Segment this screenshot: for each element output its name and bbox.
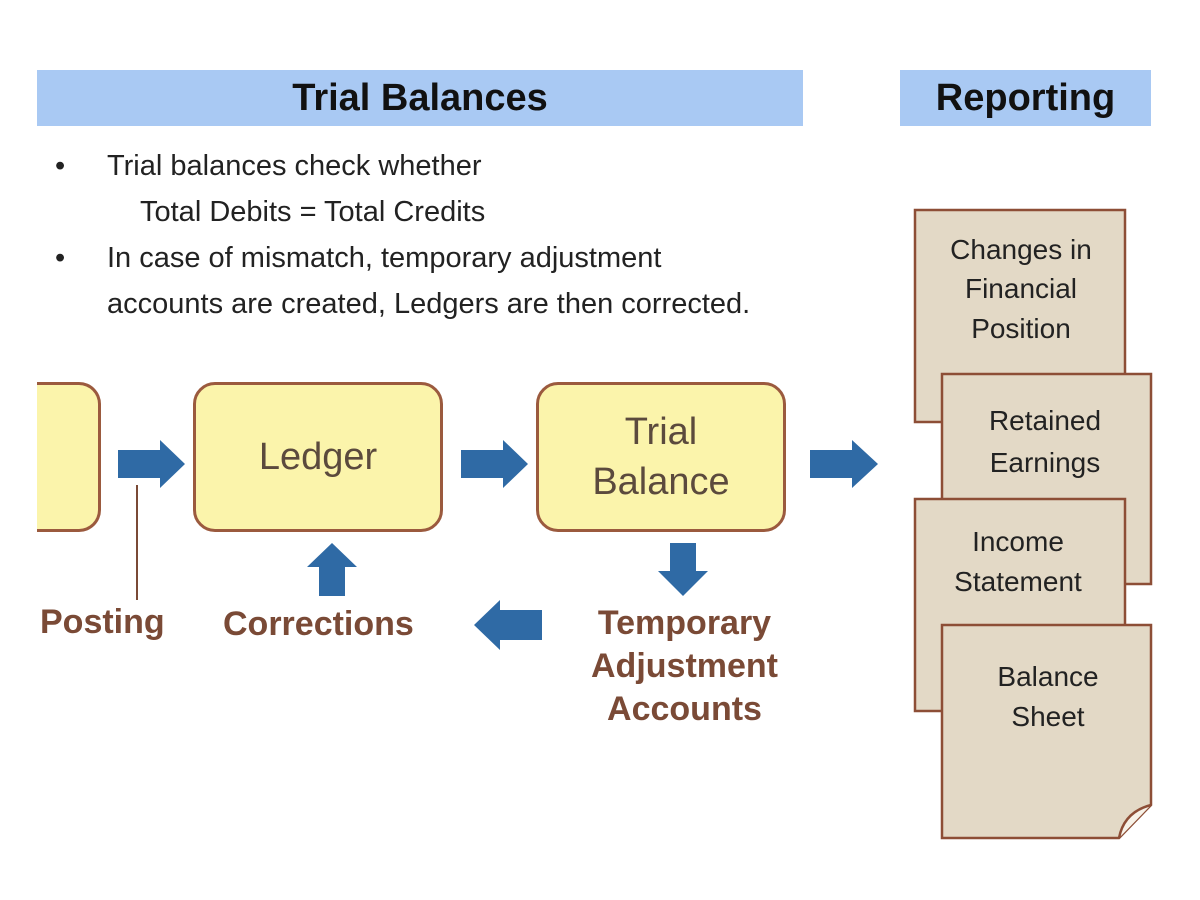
doc-text: Income [972,526,1064,557]
trial-balances-header: Trial Balances [37,70,803,126]
arrow-up-icon [307,543,357,596]
ledger-label: Ledger [258,436,378,478]
trial-balance-label: Trial Balance [592,407,729,507]
reporting-header: Reporting [900,70,1151,126]
bullet-dot: • [55,242,66,274]
temporary-adjustment-label: Temporary Adjustment Accounts [562,602,807,731]
temp-line1: Temporary [597,604,772,642]
arrow-left-icon [474,600,542,650]
doc-text: Earnings [990,447,1101,478]
doc-text: Statement [954,566,1082,597]
trial-balance-box: Trial Balance [536,382,786,532]
bullet-continuation: accounts are created, Ledgers are then c… [107,288,751,320]
reporting-title: Reporting [935,76,1116,119]
bullet-continuation: Total Debits = Total Credits [140,196,486,228]
temp-line2: Adjustment [591,647,778,685]
trial-balance-line1: Trial [624,411,698,453]
doc-text: Position [971,313,1071,344]
trial-balances-title: Trial Balances [292,76,548,119]
arrow-right-icon [461,440,528,488]
temp-line3: Accounts [607,690,762,728]
arrow-down-icon [658,543,708,596]
bullet-text: Trial balances check whether [107,150,482,182]
trial-balance-line2: Balance [592,461,730,503]
report-doc-balance: Balance Sheet [940,623,1153,840]
doc-text: Balance [997,661,1098,692]
journal-box-partial [37,382,101,532]
bullet-item: • Trial balances check whether [55,143,895,189]
posting-label: Posting [40,603,165,641]
doc-text: Sheet [1011,701,1084,732]
bullet-list: • Trial balances check whether Total Deb… [55,143,895,327]
doc-text: Financial [965,273,1077,304]
bullet-item: • In case of mismatch, temporary adjustm… [55,235,895,281]
doc-text: Retained [989,405,1101,436]
doc-text: Changes in [950,234,1092,265]
bullet-dot: • [55,150,66,182]
arrow-right-icon [810,440,878,488]
corrections-label: Corrections [223,605,414,643]
arrow-right-icon [118,440,185,488]
ledger-box: Ledger [193,382,443,532]
bullet-text: In case of mismatch, temporary adjustmen… [107,242,662,274]
